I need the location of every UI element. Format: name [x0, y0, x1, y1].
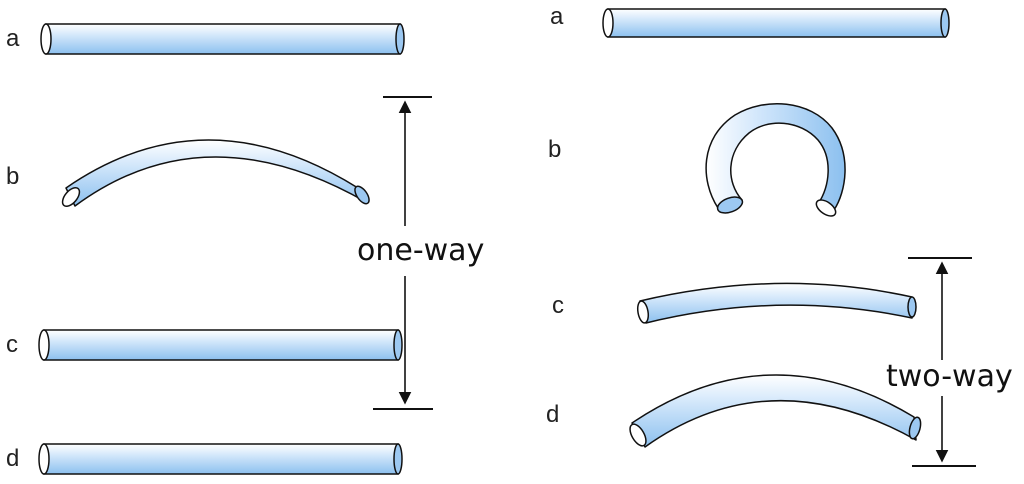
- left-rod-d: [38, 443, 403, 475]
- right-rod-d: [629, 374, 922, 448]
- left-label-c: c: [6, 331, 18, 358]
- right-rod-a: [602, 8, 950, 38]
- left-label-d: d: [6, 445, 19, 472]
- left-rod-c: [38, 329, 403, 361]
- right-label-d: d: [546, 401, 559, 428]
- left-label-b: b: [6, 163, 19, 190]
- right-label-a: a: [550, 3, 564, 30]
- left-rod-a: [40, 23, 405, 55]
- right-panel: a b c d: [546, 3, 1013, 467]
- one-way-label: one-way: [357, 233, 484, 268]
- left-panel: a b c d: [6, 23, 484, 475]
- left-rod-b: [61, 139, 370, 208]
- left-label-a: a: [6, 25, 20, 52]
- right-label-b: b: [548, 136, 561, 163]
- right-rod-b: [705, 103, 846, 217]
- right-rod-c: [636, 282, 917, 324]
- two-way-bracket: two-way: [886, 257, 1013, 467]
- right-label-c: c: [552, 292, 564, 319]
- two-way-label: two-way: [886, 359, 1013, 394]
- one-way-bracket: one-way: [357, 96, 484, 410]
